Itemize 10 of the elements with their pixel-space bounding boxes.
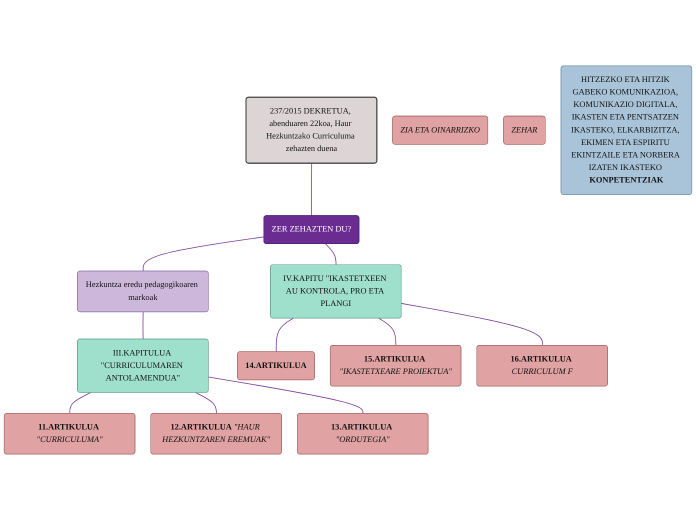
connector: [401, 303, 543, 346]
connector: [142, 236, 264, 272]
connector: [142, 312, 144, 340]
connector: [195, 392, 217, 414]
connector: [69, 392, 91, 414]
connector: [208, 376, 364, 414]
connector: [325, 244, 336, 266]
connector: [378, 318, 396, 346]
connector: [311, 163, 312, 216]
connector: [276, 318, 294, 352]
